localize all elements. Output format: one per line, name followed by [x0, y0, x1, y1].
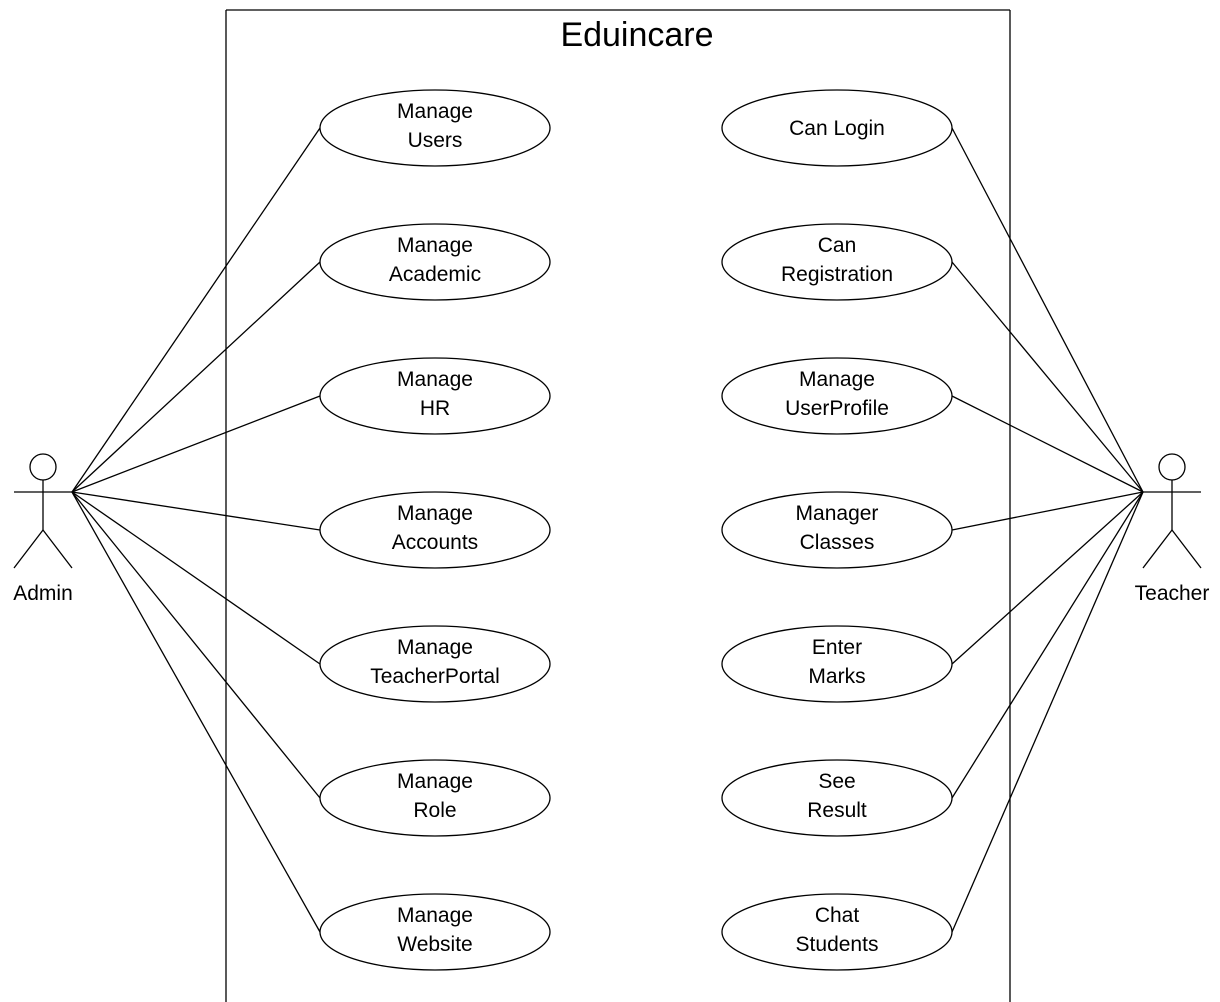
admin-actor-label: Admin: [13, 582, 73, 605]
use-case-manage-users: Manage Users: [319, 89, 551, 167]
use-case-label: Website: [397, 933, 472, 956]
use-case-label: See: [818, 770, 855, 793]
association-line-admin: [71, 261, 321, 493]
use-case-label: Classes: [800, 531, 875, 554]
use-case-label: Manage: [397, 636, 473, 659]
admin-actor-head: [29, 453, 57, 481]
association-line-admin: [71, 491, 321, 799]
use-case-see-result: See Result: [721, 759, 953, 837]
use-case-label: Students: [796, 933, 879, 956]
admin-actor-right-leg: [42, 529, 73, 569]
use-case-label: Registration: [781, 263, 893, 286]
system-boundary: [225, 9, 1011, 1002]
admin-actor-left-leg: [13, 529, 44, 569]
association-line-admin: [71, 127, 321, 493]
use-case-label: Can Login: [789, 117, 885, 140]
use-case-label: Can: [818, 234, 857, 257]
association-line-admin: [71, 395, 321, 493]
admin-actor: Admin: [13, 453, 73, 605]
teacher-actor-left-leg: [1142, 529, 1173, 569]
use-case-manage-website: Manage Website: [319, 893, 551, 971]
use-case-label: Manage: [397, 770, 473, 793]
use-case-label: Result: [807, 799, 867, 822]
use-case-label: Users: [408, 129, 463, 152]
teacher-actor: Teacher: [1135, 453, 1210, 605]
association-line-teacher: [951, 261, 1144, 493]
system-title: Eduincare: [560, 16, 713, 54]
use-case-manage-userprofile: Manage UserProfile: [721, 357, 953, 435]
use-case-label: HR: [420, 397, 450, 420]
use-case-label: Manage: [397, 100, 473, 123]
association-line-admin: [71, 491, 321, 933]
use-case-label: Chat: [815, 904, 860, 927]
use-case-label: Manage: [397, 234, 473, 257]
use-case-label: Accounts: [392, 531, 478, 554]
use-case-manage-role: Manage Role: [319, 759, 551, 837]
use-case-manage-accounts: Manage Accounts: [319, 491, 551, 569]
use-case-label: Manage: [799, 368, 875, 391]
use-case-can-login: Can Login: [721, 89, 953, 167]
use-case-label: Manage: [397, 368, 473, 391]
use-case-label: Manager: [796, 502, 879, 525]
use-case-manager-classes: Manager Classes: [721, 491, 953, 569]
use-case-label: Manage: [397, 904, 473, 927]
use-case-label: Manage: [397, 502, 473, 525]
association-line-teacher: [951, 127, 1144, 493]
teacher-actor-label: Teacher: [1135, 582, 1210, 605]
teacher-actor-right-leg: [1171, 529, 1202, 569]
association-line-teacher: [951, 395, 1144, 493]
use-case-label: Academic: [389, 263, 481, 286]
use-case-manage-hr: Manage HR: [319, 357, 551, 435]
association-line-teacher: [951, 491, 1144, 531]
use-case-label: TeacherPortal: [370, 665, 500, 688]
use-case-can-registration: Can Registration: [721, 223, 953, 301]
use-case-label: Marks: [808, 665, 865, 688]
association-line-teacher: [951, 491, 1144, 799]
teacher-use-cases: Can Login Can Registration Manage UserPr…: [721, 89, 953, 971]
use-case-label: UserProfile: [785, 397, 889, 420]
use-case-label: Role: [413, 799, 456, 822]
use-case-label: Enter: [812, 636, 862, 659]
use-case-enter-marks: Enter Marks: [721, 625, 953, 703]
teacher-actor-head: [1158, 453, 1186, 481]
association-line-teacher: [951, 491, 1144, 665]
admin-use-cases: Manage Users Manage Academic Manage HR M…: [319, 89, 551, 971]
association-line-admin: [71, 491, 321, 531]
use-case-manage-academic: Manage Academic: [319, 223, 551, 301]
use-case-manage-teacherportal: Manage TeacherPortal: [319, 625, 551, 703]
association-lines: [71, 127, 1144, 933]
use-case-chat-students: Chat Students: [721, 893, 953, 971]
association-line-teacher: [951, 491, 1144, 933]
association-line-admin: [71, 491, 321, 665]
